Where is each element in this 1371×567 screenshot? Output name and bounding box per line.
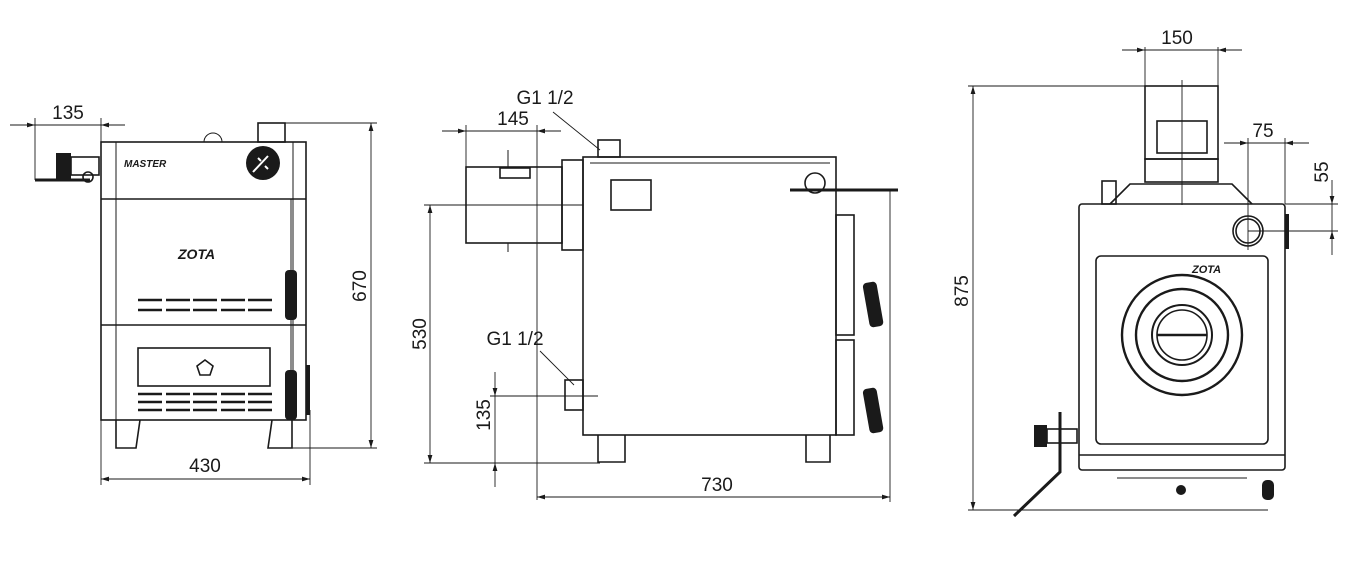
front-panel	[1095, 255, 1269, 445]
master-logo: MASTER	[124, 159, 167, 170]
supply-fitting	[597, 139, 621, 158]
dimension-flue-diameter: 150	[1122, 28, 1242, 86]
loading-door-circles	[1120, 273, 1244, 397]
dimension-flue-height: 530	[410, 204, 600, 464]
thread-label-top: G1 1/2	[516, 88, 573, 109]
water-valve-handle	[1012, 412, 1078, 518]
label-plate	[610, 179, 652, 211]
dim-label: 55	[1312, 161, 1333, 182]
flue-pipe-top	[257, 122, 286, 143]
dim-label: 530	[410, 318, 431, 350]
dim-label: 875	[952, 275, 973, 307]
water-valve-handle	[35, 153, 100, 183]
return-fitting	[564, 379, 584, 411]
legs	[115, 419, 293, 449]
dim-label: 135	[474, 399, 495, 431]
dim-label: 150	[1161, 28, 1193, 49]
rear-view: ZOTA 150	[952, 28, 1338, 518]
dim-label: 670	[350, 270, 371, 302]
thermometer-gauge-icon	[246, 146, 280, 180]
dim-label: 730	[701, 475, 733, 496]
boiler-body	[582, 156, 837, 436]
fitting-top	[203, 132, 223, 143]
front-view: MASTER ZOTA 135	[10, 103, 377, 485]
dim-label: 135	[52, 103, 84, 124]
firebox-door	[137, 347, 271, 387]
door-lower	[835, 339, 855, 436]
dim-label: 75	[1252, 121, 1273, 142]
top-cover	[1109, 183, 1253, 205]
draft-regulator-chain	[285, 199, 297, 420]
zota-logo: ZOTA	[177, 246, 215, 262]
adjust-foot	[1176, 485, 1186, 495]
dimension-height: 670	[285, 122, 377, 449]
thread-label-bottom: G1 1/2	[486, 329, 543, 350]
vent-slots	[138, 298, 272, 412]
dimension-depth: 730	[537, 190, 891, 502]
dimension-total-height: 875	[952, 85, 1268, 511]
dim-label: 145	[497, 109, 529, 130]
boiler-body	[100, 141, 307, 421]
flue-collar	[1144, 158, 1219, 183]
draft-chain-weight	[1262, 480, 1274, 500]
legs	[597, 435, 831, 463]
dimension-handle: 135	[10, 103, 125, 180]
dimension-pipe-offset-y: 55	[1248, 161, 1338, 255]
door-upper	[835, 214, 855, 336]
dim-label: 430	[189, 456, 221, 477]
zota-logo: ZOTA	[1191, 264, 1221, 276]
door-handle-pentagon-icon	[196, 359, 214, 376]
dimension-width: 430	[100, 410, 311, 485]
dimension-flue: 145	[442, 109, 561, 500]
dimension-return-height: 135	[474, 372, 598, 487]
side-view: G1 1/2 G1 1/2 145 530 135 730	[410, 88, 898, 502]
